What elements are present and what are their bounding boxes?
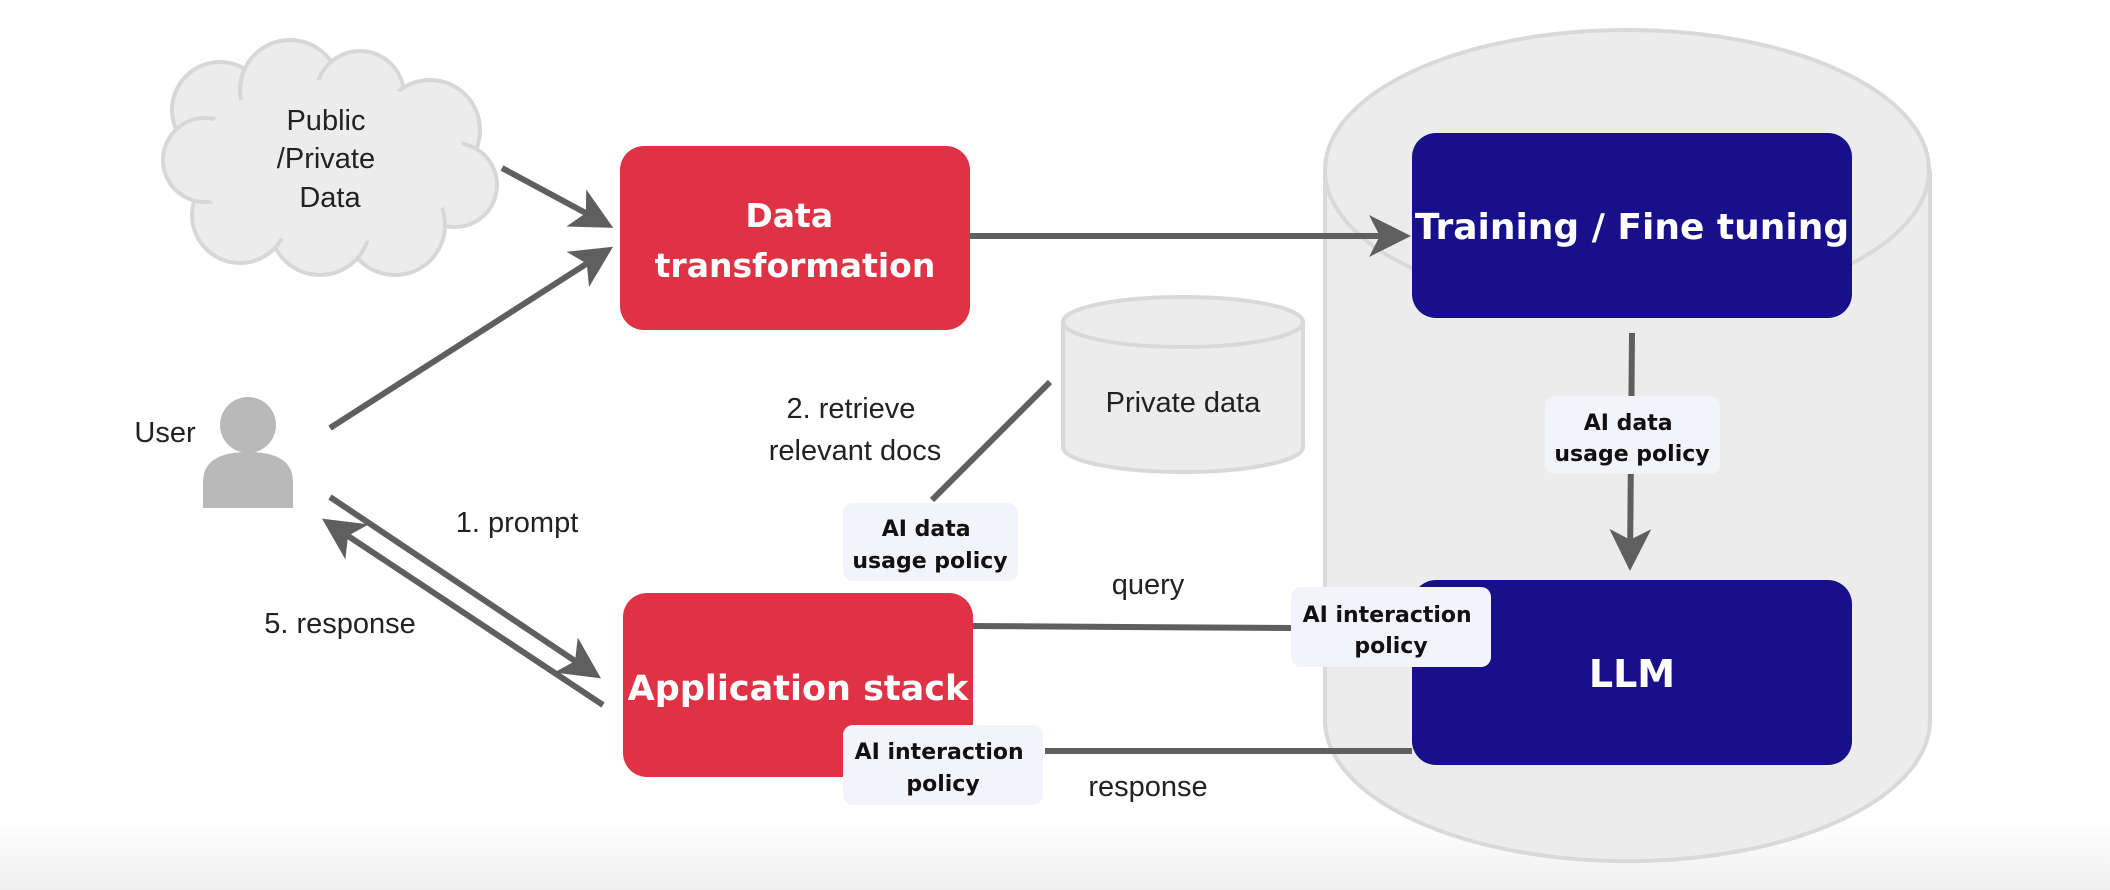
llm-box: LLM bbox=[1412, 580, 1852, 765]
interaction-policy-badge-response: AI interaction policy bbox=[843, 725, 1043, 805]
prompt-label: 1. prompt bbox=[456, 507, 579, 539]
svg-text:AI data usage policy: AI data usage policy bbox=[1554, 411, 1709, 467]
arrow-cloud-to-transformation bbox=[500, 165, 614, 228]
interaction-policy-badge-query: AI interaction policy bbox=[1291, 587, 1491, 667]
line-retrieve-docs bbox=[929, 379, 1053, 503]
query-label: query bbox=[1112, 569, 1185, 601]
usage-policy-badge-training: AI data usage policy bbox=[1545, 396, 1720, 474]
user-icon bbox=[203, 397, 293, 508]
arrow-response-to-user bbox=[321, 518, 605, 708]
svg-text:AI interaction policy: AI interaction policy bbox=[855, 740, 1032, 797]
line-query bbox=[969, 623, 1296, 631]
svg-text:AI interaction policy: AI interaction policy bbox=[1303, 603, 1480, 659]
user-label: User bbox=[134, 417, 196, 449]
arrow-prompt bbox=[328, 494, 601, 679]
cloud-fill bbox=[195, 80, 465, 244]
arrow-user-to-transformation bbox=[328, 246, 614, 431]
cloud-label: Public /Private Data bbox=[277, 105, 383, 214]
svg-text:Training / Fine tuning: Training / Fine tuning bbox=[1415, 207, 1849, 248]
data-transformation-box: Data transformation bbox=[620, 146, 970, 330]
private-data-label: Private data bbox=[1106, 387, 1262, 419]
training-box: Training / Fine tuning bbox=[1412, 133, 1852, 318]
response-llm-label: response bbox=[1088, 771, 1207, 803]
svg-text:AI data usage policy: AI data usage policy bbox=[852, 517, 1007, 574]
svg-text:Data transformation: Data transformation bbox=[655, 196, 936, 285]
svg-text:LLM: LLM bbox=[1589, 652, 1675, 696]
usage-policy-badge-retrieve: AI data usage policy bbox=[843, 503, 1018, 581]
response-user-label: 5. response bbox=[264, 608, 416, 640]
svg-text:Application stack: Application stack bbox=[628, 669, 969, 709]
retrieve-label: 2. retrieve relevant docs bbox=[769, 393, 942, 467]
private-data-cylinder bbox=[1061, 295, 1305, 474]
